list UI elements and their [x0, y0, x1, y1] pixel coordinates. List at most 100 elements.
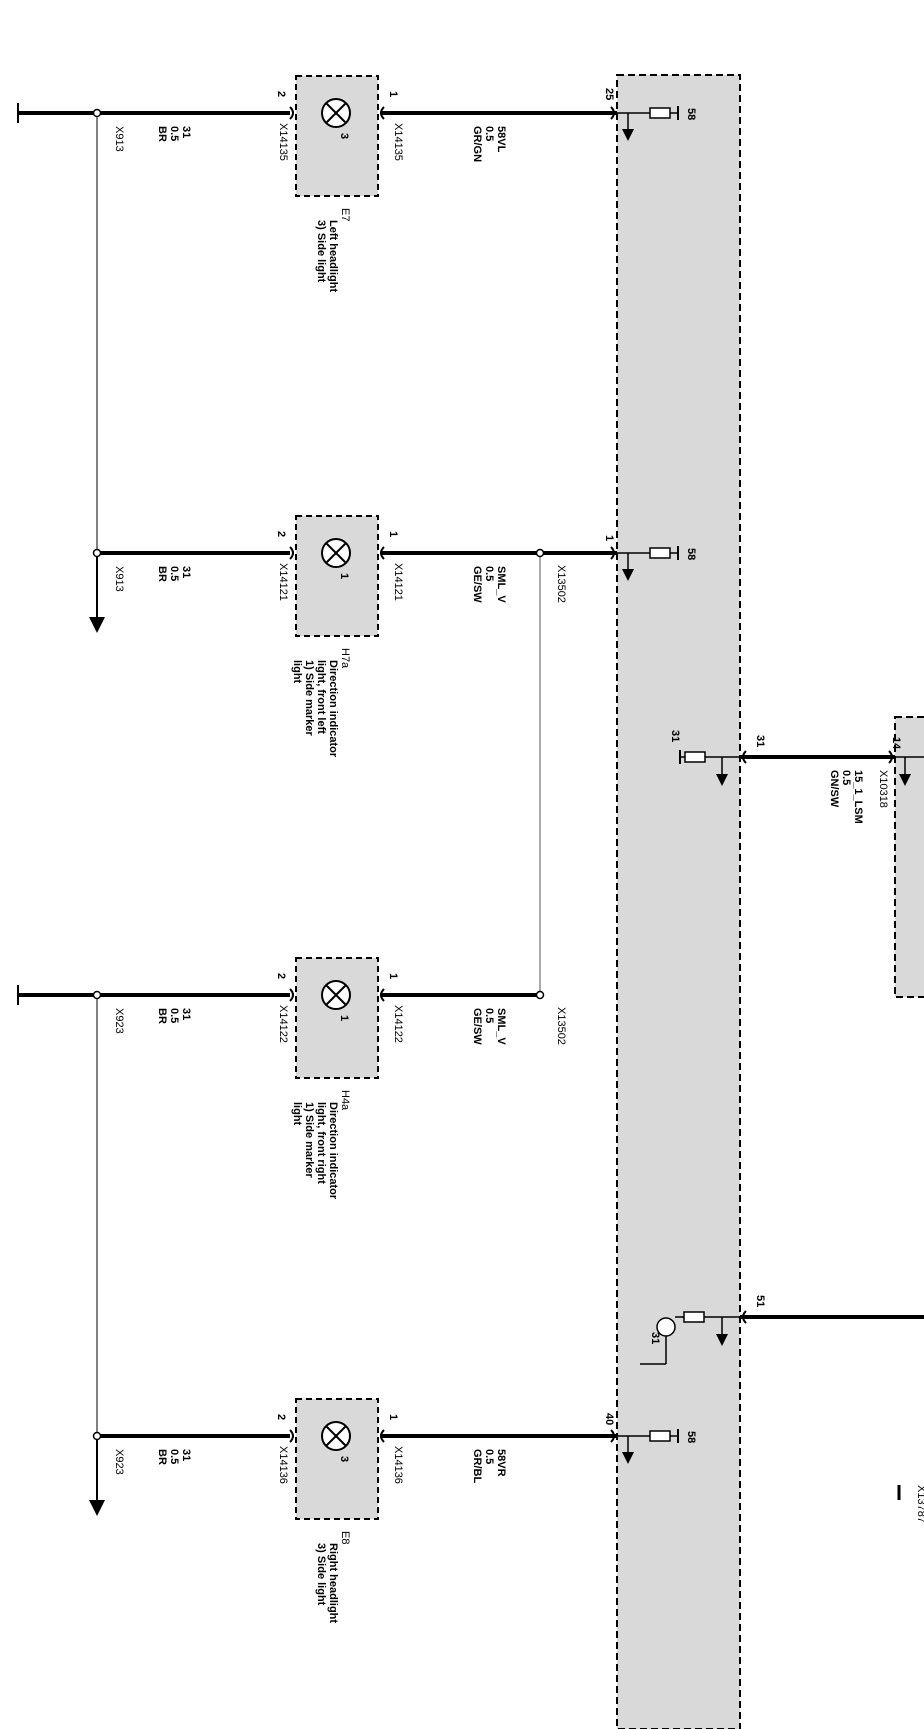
module-pin-31-line: 31: [754, 735, 766, 747]
lsm-module-box: [894, 716, 924, 998]
sig-label-e7-line: GR/GN: [471, 126, 483, 162]
lamp-h4a: [289, 957, 385, 1079]
lamp-code-e8-line: E8: [339, 1531, 351, 1544]
pin-out-e8: 2: [275, 1414, 287, 1420]
lamp-desc-line-h7a: light, front left: [315, 660, 327, 734]
lsm-pin: 14: [890, 737, 902, 750]
lsm-conn-line: X10318: [877, 770, 889, 808]
conn-out-e8-line: X14136: [277, 1446, 289, 1484]
sig-label-e7-line: 58VL: [495, 126, 507, 153]
module-pin-25: 25: [603, 88, 615, 100]
driver-40: [610, 1429, 679, 1464]
module-pin-1-line: 1: [603, 535, 615, 541]
conn-out-h7a-line: X14121: [277, 563, 289, 601]
lamp-desc-e7: Left headlight: [327, 220, 339, 292]
lamp-desc-line-e7: 3) Side light: [315, 220, 327, 283]
ground-58-a: 58: [685, 108, 697, 120]
pin-in-h7a-line: 1: [387, 531, 399, 537]
pin-out-e7: 2: [275, 91, 287, 97]
lamp-desc-e7-line: Left headlight: [327, 220, 339, 292]
gnd-label-h7a: 310.5BR: [156, 566, 192, 582]
pin-out-h7a-line: 2: [275, 531, 287, 537]
right-conn-label-line: X13787: [915, 1485, 924, 1523]
lamp-desc-line-h4a: light: [291, 1102, 303, 1126]
gnd-label-e8-line: 31: [180, 1449, 192, 1461]
conn-out-e7: X14135: [277, 123, 289, 161]
ground-58-c: 58: [685, 1431, 697, 1443]
lsm-pin-symbol: [888, 750, 924, 786]
gnd-conn-e7-line: X913: [113, 126, 125, 152]
lamp-e8: [289, 1398, 385, 1520]
conn-out-h4a: X14122: [277, 1005, 289, 1043]
lamp-num-h7a: 1: [338, 573, 350, 579]
ground-58-c-line: 58: [685, 1431, 697, 1443]
gnd-conn-h4a-line: X923: [113, 1008, 125, 1034]
pin-out-h4a-line: 2: [275, 973, 287, 979]
lamp-code-h7a-line: H7a: [339, 648, 351, 669]
lsm-wire-label-line: 0.5: [840, 770, 852, 785]
lamp-num-h4a: 1: [338, 1015, 350, 1021]
lamp-code-e8: E8: [339, 1531, 351, 1544]
sig-label-h4a-line: 0.5: [483, 1008, 495, 1023]
ground-58-a-line: 58: [685, 108, 697, 120]
lamp-num-e7: 3: [338, 133, 350, 139]
sig-label-e7-line: 0.5: [483, 126, 495, 141]
control-module-box: [616, 74, 741, 1729]
pin-in-h7a: 1: [387, 531, 399, 537]
conn-in-h4a-line: X14122: [392, 1005, 404, 1043]
lamp-code-h4a: H4a: [339, 1090, 351, 1111]
lsm-pin-line: 14: [890, 737, 902, 750]
sig-label-h7a-line: 0.5: [483, 566, 495, 581]
gnd-conn-e8-line: X923: [113, 1449, 125, 1475]
lamp-code-e7: E7: [339, 208, 351, 221]
module-pin-51: 51: [754, 1295, 766, 1307]
gnd-label-h7a-line: 31: [180, 566, 192, 578]
sig-label-e8-line: 58VR: [495, 1449, 507, 1477]
row-e7: [17, 103, 617, 553]
module-pin-40: 40: [603, 1413, 615, 1425]
pin-out-h7a: 2: [275, 531, 287, 537]
gnd-label-e7: 310.5BR: [156, 126, 192, 142]
conn-out-h7a: X14121: [277, 563, 289, 601]
splice-wire: [535, 548, 545, 1000]
gnd-label-e7-line: 0.5: [168, 126, 180, 141]
ground-31-a: 31: [669, 730, 681, 742]
pin-out-e7-line: 2: [275, 91, 287, 97]
row-h7a: [89, 548, 617, 633]
conn-out-e7-line: X14135: [277, 123, 289, 161]
conn-in-e8: X14136: [392, 1446, 404, 1484]
lamp-h7a: [289, 515, 385, 637]
row-e8: [89, 1431, 617, 1516]
right-conn-label: X13787: [915, 1485, 924, 1523]
lamp-desc-line-h7a: 1) Side marker: [303, 660, 315, 737]
lsm-wire-label-line: GN/SW: [828, 770, 840, 808]
sig-label-h4a-line: SML_V: [495, 1008, 507, 1045]
driver-31: [679, 750, 747, 786]
lsm-wire-label-line: 15_1_LSM: [852, 770, 864, 824]
gnd-label-h4a-line: 31: [180, 1008, 192, 1020]
sig-label-h7a: SML_V0.5GE/SW: [471, 566, 507, 603]
sig-label-e8-line: GR/BL: [471, 1449, 483, 1484]
ground-58-b: 58: [685, 548, 697, 560]
lamp-desc-h7a-line: Direction indicator: [327, 660, 339, 758]
gnd-conn-e7: X913: [113, 126, 125, 152]
lamp-desc-line-e8: 3) Side light: [315, 1543, 327, 1606]
sig-label-h7a-line: SML_V: [495, 566, 507, 603]
gnd-label-h7a-line: BR: [156, 566, 168, 582]
pin-in-e8-line: 1: [387, 1414, 399, 1420]
lsm-wire-label: 15_1_LSM0.5GN/SW: [828, 770, 864, 824]
sig-label-h4a: SML_V0.5GE/SW: [471, 1008, 507, 1045]
lamp-num-h4a-line: 1: [338, 1015, 350, 1021]
gnd-conn-h4a: X923: [113, 1008, 125, 1034]
lamp-desc-line-h7a: light: [291, 660, 303, 684]
module-pin-31: 31: [754, 735, 766, 747]
driver-1: [610, 546, 679, 581]
lamp-desc-line-h4a: light, front right: [315, 1102, 327, 1184]
gnd-label-e7-line: BR: [156, 126, 168, 142]
pin-in-h4a: 1: [387, 973, 399, 979]
gnd-label-e8-line: 0.5: [168, 1449, 180, 1464]
pin-in-e7-line: 1: [387, 91, 399, 97]
lamp-code-h4a-line: H4a: [339, 1090, 351, 1111]
lamp-desc-h4a: Direction indicator: [327, 1102, 339, 1200]
